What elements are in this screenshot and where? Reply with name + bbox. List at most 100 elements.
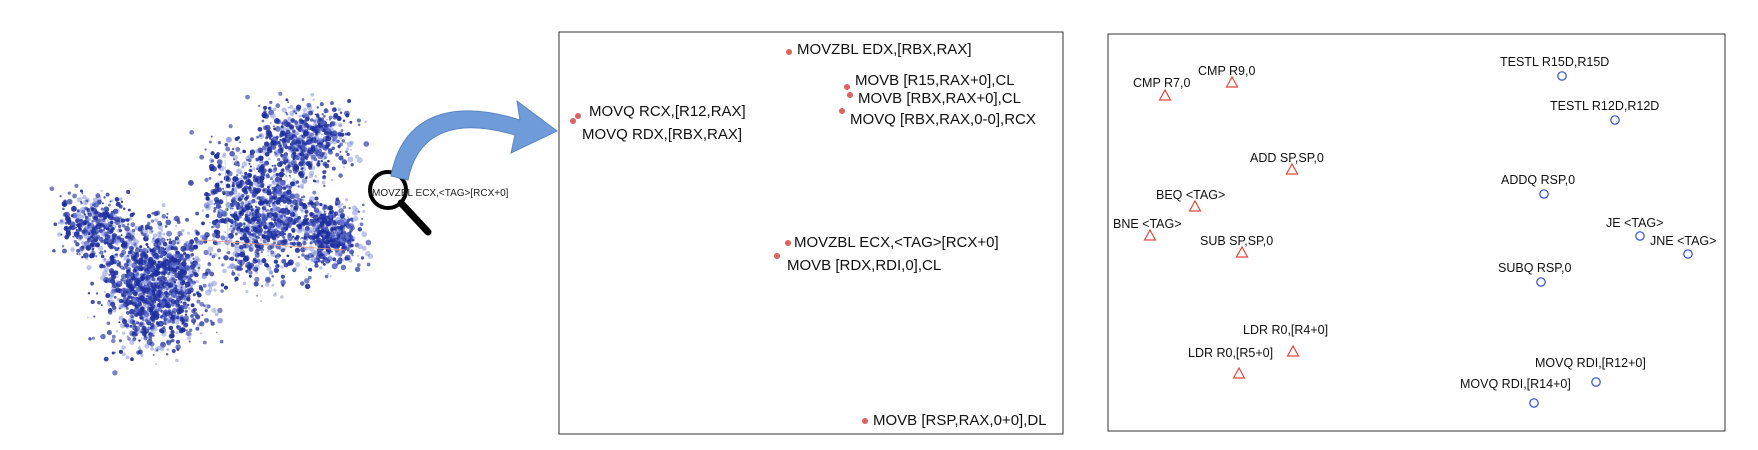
cloud-point [86,224,92,230]
cloud-point [122,317,126,322]
circle-marker-label: JE <TAG> [1606,216,1663,230]
circle-marker [1610,115,1620,125]
cloud-point [174,262,179,267]
cloud-point [259,219,264,223]
circle-marker [1683,249,1693,259]
cloud-point [262,188,266,192]
cloud-point [271,217,274,221]
cloud-point [279,138,282,142]
cloud-point [175,344,181,350]
cloud-point [340,129,344,132]
triangle-marker-label: CMP R7,0 [1133,76,1190,90]
cloud-point [154,306,158,310]
cloud-point [275,185,281,191]
cloud-point [93,315,96,318]
cloud-point [314,196,319,201]
cloud-point [310,154,316,160]
cloud-point [269,121,273,125]
cloud-point [114,247,119,252]
cloud-point [138,339,141,342]
cloud-point [177,258,182,263]
cloud-point [180,286,183,289]
cloud-point [239,236,244,241]
cloud-point [203,249,209,256]
cloud-point [250,137,254,142]
cloud-point [349,249,355,255]
cloud-point [145,270,150,275]
cloud-point [108,280,111,283]
cloud-point [177,303,181,308]
cloud-point [339,237,346,244]
cloud-point [207,199,213,206]
cloud-point [285,169,289,173]
cloud-point [344,198,349,202]
cloud-point [270,176,274,180]
cloud-point [72,231,74,234]
cloud-point [91,229,97,235]
cloud-point [280,295,284,299]
cloud-point [279,179,286,186]
cloud-point [173,280,177,284]
cloud-point [258,236,261,239]
cloud-point [129,213,134,218]
cloud-point [85,257,89,261]
cloud-point [346,244,351,248]
cloud-point [269,213,272,217]
cloud-point [240,204,244,209]
cloud-point [367,253,374,259]
cloud-point [153,233,158,238]
cloud-point [144,318,149,323]
cloud-point [195,239,202,246]
cloud-point [312,98,315,101]
cloud-point [129,280,133,285]
cloud-point [80,200,82,203]
cloud-point [270,250,275,255]
cloud-point [349,244,352,248]
cloud-point [338,243,341,247]
cloud-point [199,235,204,239]
cloud-point [126,277,129,280]
middle-point-label: MOVQ RCX,[R12,RAX] [589,103,746,120]
cloud-point [123,296,127,300]
cloud-point [217,317,223,324]
cloud-point [354,266,361,272]
cloud-point [314,140,317,144]
cloud-point [208,177,212,180]
cloud-point [280,125,284,129]
cloud-point [207,193,211,197]
cloud-point [283,152,289,157]
cloud-point [185,275,189,279]
cloud-point [131,247,134,250]
cloud-point [348,228,351,231]
cloud-point [114,237,118,241]
cloud-point [125,230,129,234]
cloud-point [169,339,173,343]
cloud-point [345,150,348,153]
cloud-point [281,258,287,264]
cloud-point [278,171,285,178]
cloud-point [275,254,281,260]
cloud-point [330,227,334,231]
cloud-point [314,180,317,183]
cloud-point [201,274,207,280]
cloud-point [349,230,352,234]
cloud-point [254,200,258,204]
cloud-point [81,196,84,199]
cloud-point [297,185,300,188]
cloud-point [250,228,254,233]
cloud-point [151,286,156,292]
cloud-point [129,313,136,320]
cloud-point [76,209,80,213]
cloud-point [197,266,201,270]
cloud-point [64,215,71,221]
cloud-point [108,203,111,207]
cloud-point [121,303,126,308]
cloud-point [324,163,330,169]
cloud-point [357,123,361,127]
cloud-point [344,132,348,136]
cloud-point [244,197,248,201]
cloud-point [264,151,270,157]
cloud-point [280,168,285,173]
cloud-point [74,214,79,219]
cloud-point [330,238,336,244]
